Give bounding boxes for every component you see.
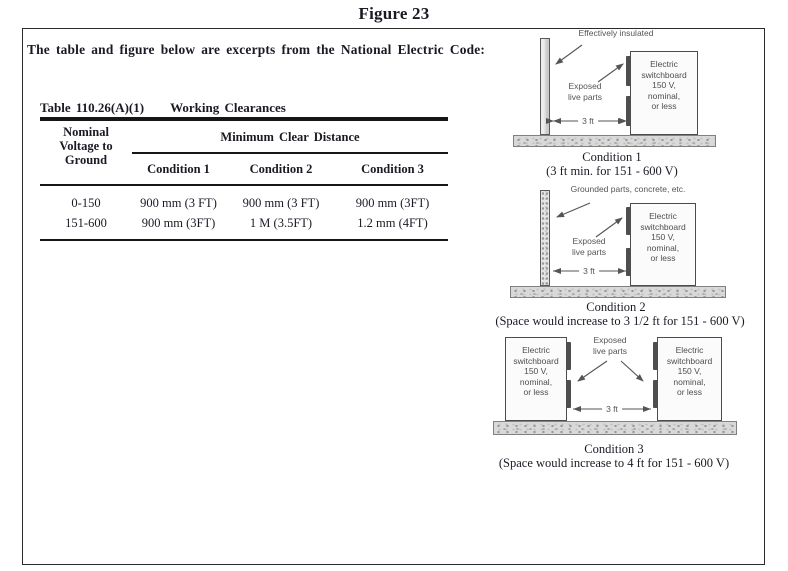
ground-floor-bar [493,421,737,435]
table-title: Table 110.26(A)(1) Working Clearances [40,100,286,116]
switchboard-hinge-strip [653,342,658,370]
cell-condition1: 900 mm (3FT) [141,216,216,230]
ground-floor-bar [513,135,716,147]
table-spanheader-min-clear-distance: Minimum Clear Distance [220,130,360,144]
condition3-caption: Condition 3 [584,442,644,456]
dimension-3ft-label: 3 ft [578,116,598,126]
col-header-condition-3: Condition 3 [361,162,424,176]
table-rule-thick [40,117,448,121]
cell-condition3: 1.2 mm (4FT) [357,216,428,230]
dimension-3ft-label: 3 ft [602,404,622,414]
cell-condition2: 900 mm (3 FT) [242,196,320,210]
switchboard-hinge-strip [566,342,571,370]
switchboard-hinge-strip [626,207,631,235]
col-header-condition-2: Condition 2 [249,162,313,176]
exposed-live-parts-label: Exposed live parts [592,335,627,356]
insulated-wall-post [540,38,550,135]
switchboard-hinge-strip [566,380,571,408]
cell-condition1: 900 mm (3 FT) [140,196,217,210]
cell-condition2: 1 M (3.5FT) [249,216,313,230]
electric-switchboard-box: Electric switchboard 150 V, nominal, or … [630,203,696,286]
exposed-live-parts-label: Exposed live parts [571,236,606,257]
table-rule-bottom [40,239,448,241]
cell-voltage: 151-600 [65,216,107,230]
table-row: 151-600 900 mm (3FT) 1 M (3.5FT) 1.2 mm … [40,216,448,231]
electric-switchboard-box: Electric switchboard 150 V, nominal, or … [630,51,698,135]
effectively-insulated-label: Effectively insulated [578,28,654,38]
figure-title: Figure 23 [358,4,430,23]
figure-frame [22,28,765,565]
table-label: Table 110.26(A)(1) [40,100,145,115]
table-condition-headers: Condition 1 Condition 2 Condition 3 [132,162,448,177]
condition2-caption: Condition 2 [586,300,646,314]
intro-text: The table and figure below are excerpts … [27,42,486,57]
dimension-3ft-label: 3 ft [579,266,599,276]
table-rowheader-voltage: Nominal Voltage to Ground [59,125,113,167]
col-header-condition-1: Condition 1 [147,162,210,176]
table-rule-span [132,152,448,154]
grounded-parts-label: Grounded parts, concrete, etc. [570,184,686,194]
switchboard-hinge-strip [626,96,631,126]
ground-floor-bar [510,286,726,298]
grounded-concrete-post [540,190,550,286]
switchboard-hinge-strip [626,248,631,276]
electric-switchboard-box: Electric switchboard 150 V, nominal, or … [505,337,567,421]
cell-voltage: 0-150 [71,196,101,210]
exposed-live-parts-label: Exposed live parts [567,81,602,102]
condition1-caption: Condition 1 [582,150,642,164]
switchboard-hinge-strip [626,56,631,86]
table-row: 0-150 900 mm (3 FT) 900 mm (3 FT) 900 mm… [40,196,448,211]
table-name: Working Clearances [170,100,286,115]
table-rule-header-bottom [40,184,448,186]
condition3-subcaption: (Space would increase to 4 ft for 151 - … [498,456,730,470]
condition2-subcaption: (Space would increase to 3 1/2 ft for 15… [495,314,745,328]
cell-condition3: 900 mm (3FT) [355,196,430,210]
condition1-subcaption: (3 ft min. for 151 - 600 V) [546,164,678,178]
electric-switchboard-box: Electric switchboard 150 V, nominal, or … [657,337,722,421]
switchboard-hinge-strip [653,380,658,408]
